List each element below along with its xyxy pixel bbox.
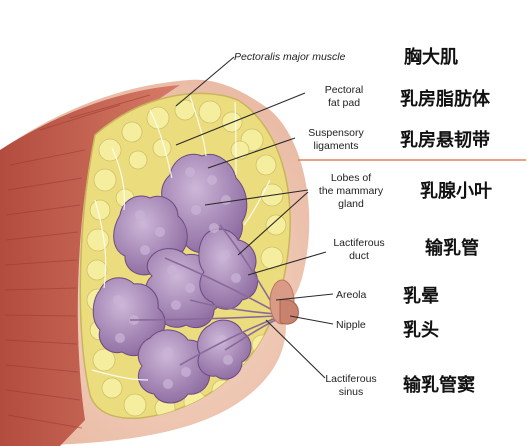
leader-duct [247, 251, 327, 276]
label-zh-pectoralis: 胸大肌 [404, 46, 458, 68]
labels: Pectoralis major muscle 胸大肌 Pectoral fat… [234, 46, 492, 398]
label-zh-duct: 输乳管 [425, 237, 479, 259]
leader-pectoralis [175, 56, 235, 107]
label-en-fat-pad-1: Pectoral [325, 84, 364, 96]
leader-lines [175, 56, 334, 379]
label-en-duct-2: duct [349, 250, 369, 262]
leader-sinus [265, 319, 326, 379]
leader-fat-pad [175, 92, 306, 146]
anatomy-illustration [0, 79, 310, 446]
leader-suspensory [207, 137, 296, 169]
nipple [279, 299, 299, 325]
label-zh-suspensory: 乳房悬韧带 [400, 129, 490, 151]
label-en-areola: Areola [336, 289, 367, 301]
label-zh-sinus: 输乳管窦 [403, 374, 475, 396]
label-en-duct-1: Lactiferous [333, 237, 384, 249]
label-en-fat-pad-2: fat pad [328, 97, 360, 109]
label-en-sinus-2: sinus [339, 386, 364, 398]
label-en-lobes-2: the mammary [319, 185, 384, 197]
leader-lobes-b [237, 191, 309, 256]
label-en-lobes-1: Lobes of [331, 172, 371, 184]
label-zh-areola: 乳晕 [403, 286, 439, 307]
label-zh-fat-pad: 乳房脂肪体 [400, 88, 491, 110]
label-zh-nipple: 乳头 [403, 320, 439, 341]
label-zh-lobes: 乳腺小叶 [420, 180, 492, 202]
leader-nipple [289, 315, 334, 325]
label-en-pectoralis: Pectoralis major muscle [234, 51, 346, 63]
pectoralis-muscle [0, 85, 180, 446]
label-en-nipple: Nipple [336, 319, 366, 331]
label-en-suspensory-1: Suspensory [308, 127, 364, 139]
label-en-sinus-1: Lactiferous [325, 373, 376, 385]
leader-lobes-a [204, 189, 309, 206]
label-en-suspensory-2: ligaments [314, 140, 359, 152]
mammary-lobes [92, 153, 258, 404]
suspensory-ligaments [91, 95, 271, 381]
label-en-lobes-3: gland [338, 198, 364, 210]
leader-areola [275, 293, 334, 301]
nipple-areola [269, 279, 299, 325]
